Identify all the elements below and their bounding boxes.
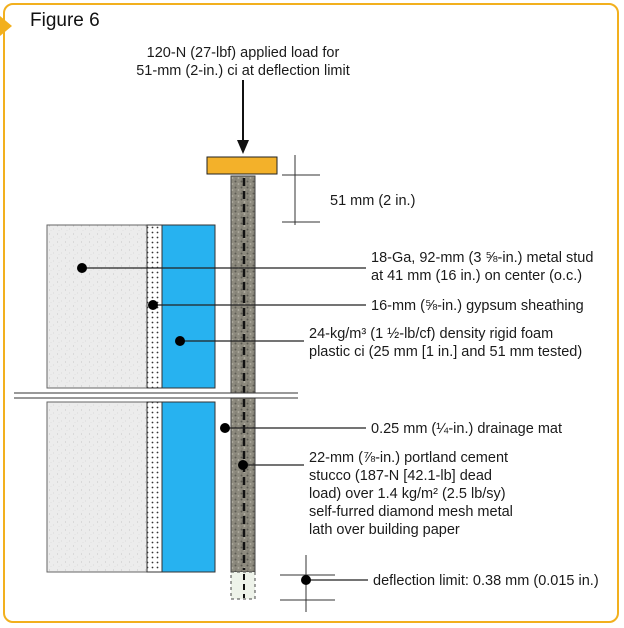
foam-insulation-lower <box>161 401 216 573</box>
load-plate <box>206 156 278 175</box>
stucco-label-3: load) over 1.4 kg/m² (2.5 lb/sy) <box>309 486 506 502</box>
stucco-label-5: lath over building paper <box>309 522 460 538</box>
figure-tab-marker <box>0 16 12 36</box>
metal-stud-label-2: at 41 mm (16 in.) on center (o.c.) <box>371 268 582 284</box>
metal-stud-upper <box>46 224 148 389</box>
foam-label-1: 24-kg/m³ (1 ½-lb/cf) density rigid foam <box>309 326 553 342</box>
deflection-label: deflection limit: 0.38 mm (0.015 in.) <box>373 573 599 589</box>
figure-title: Figure 6 <box>30 10 100 31</box>
stucco-label-2: stucco (187-N [42.1-lb] dead <box>309 468 492 484</box>
gypsum-sheathing-lower <box>146 401 163 573</box>
metal-stud-label-1: 18-Ga, 92-mm (3 ⅝-in.) metal stud <box>371 250 593 266</box>
dimension-label: 51 mm (2 in.) <box>330 193 415 209</box>
stucco-label-1: 22-mm (⅞-in.) portland cement <box>309 450 508 466</box>
metal-stud-lower <box>46 401 148 573</box>
stucco-label-4: self-furred diamond mesh metal <box>309 504 513 520</box>
figure-frame <box>3 3 619 623</box>
load-label-line-1: 120-N (27-lbf) applied load for <box>147 45 340 61</box>
foam-insulation-upper <box>161 224 216 389</box>
foam-label-2: plastic ci (25 mm [1 in.] and 51 mm test… <box>309 344 582 360</box>
drainage-mat-label: 0.25 mm (¼-in.) drainage mat <box>371 421 562 437</box>
load-label-line-2: 51-mm (2-in.) ci at deflection limit <box>136 63 350 79</box>
gypsum-label: 16-mm (⅝-in.) gypsum sheathing <box>371 298 584 314</box>
